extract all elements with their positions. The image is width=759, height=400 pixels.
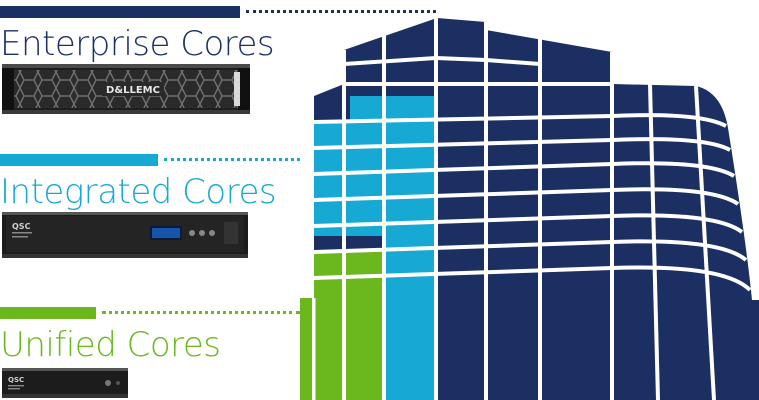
device-badge-dell: D&LLEMC [106,85,160,96]
integrated-tier-bar [0,154,158,166]
enterprise-tier-dots [246,10,436,13]
device-badge-qsc-integrated: QSC [12,222,31,231]
building-illustration [300,18,759,400]
cyan-window-block-lower [384,236,436,400]
green-window-block [314,250,384,400]
dell-emc-server-icon: D&LLEMC [2,64,250,114]
qsc-unified-core-icon: QSC [2,368,128,398]
building-roof [344,18,612,84]
unified-tier-dots [102,311,300,314]
unified-cores-title: Unified Cores [0,325,221,365]
device-badge-qsc-unified: QSC [8,376,24,384]
window-floor-lines [313,55,752,292]
unified-tier-bar [0,307,96,319]
enterprise-cores-title: Enterprise Cores [0,24,275,64]
green-left-strip [300,298,312,400]
qsc-integrated-core-icon: QSC [2,212,248,258]
integrated-tier-dots [164,158,300,161]
integrated-cores-title: Integrated Cores [0,172,277,212]
enterprise-tier-bar [0,6,240,18]
